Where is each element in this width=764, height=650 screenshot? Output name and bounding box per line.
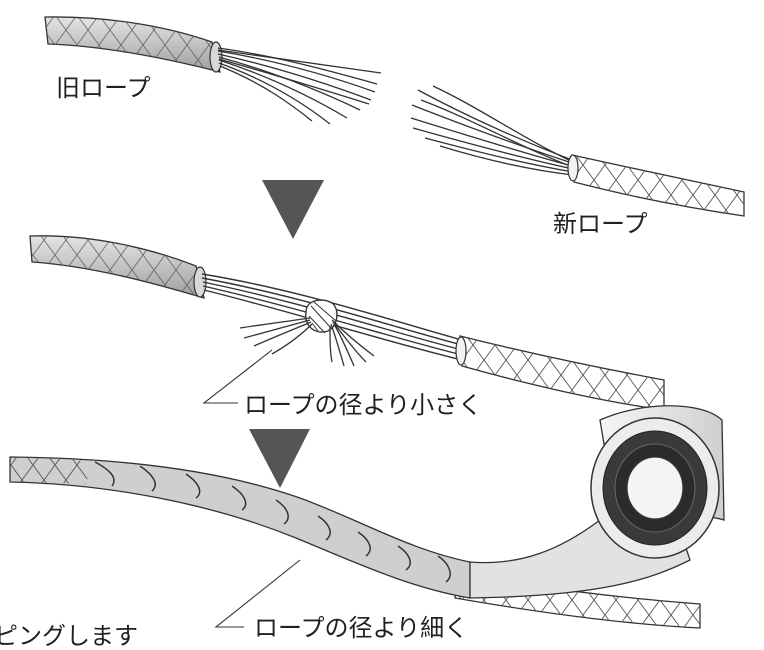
step3-note: ロープの径より細く bbox=[254, 614, 469, 642]
down-arrow-1 bbox=[262, 180, 324, 239]
tied-knot bbox=[239, 299, 375, 367]
old-rope-label: 旧ロープ bbox=[56, 74, 151, 102]
old-rope-step2 bbox=[29, 235, 207, 299]
new-rope-label: 新ロープ bbox=[553, 210, 648, 238]
leader-line-step2 bbox=[202, 349, 273, 404]
taped-rope bbox=[9, 456, 471, 599]
tape-roll bbox=[469, 405, 725, 599]
old-rope-frayed-strands bbox=[217, 47, 382, 125]
new-rope-frayed-strands bbox=[410, 85, 574, 176]
down-arrow-2 bbox=[249, 429, 310, 488]
leader-line-step3 bbox=[214, 559, 301, 628]
cutoff-note: ピングします bbox=[0, 622, 138, 650]
joined-strands bbox=[201, 273, 463, 361]
new-rope-step2 bbox=[455, 335, 665, 411]
old-rope-step1 bbox=[44, 16, 223, 73]
step2-note: ロープの径より小さく bbox=[244, 391, 483, 419]
new-rope-step1 bbox=[567, 154, 745, 217]
